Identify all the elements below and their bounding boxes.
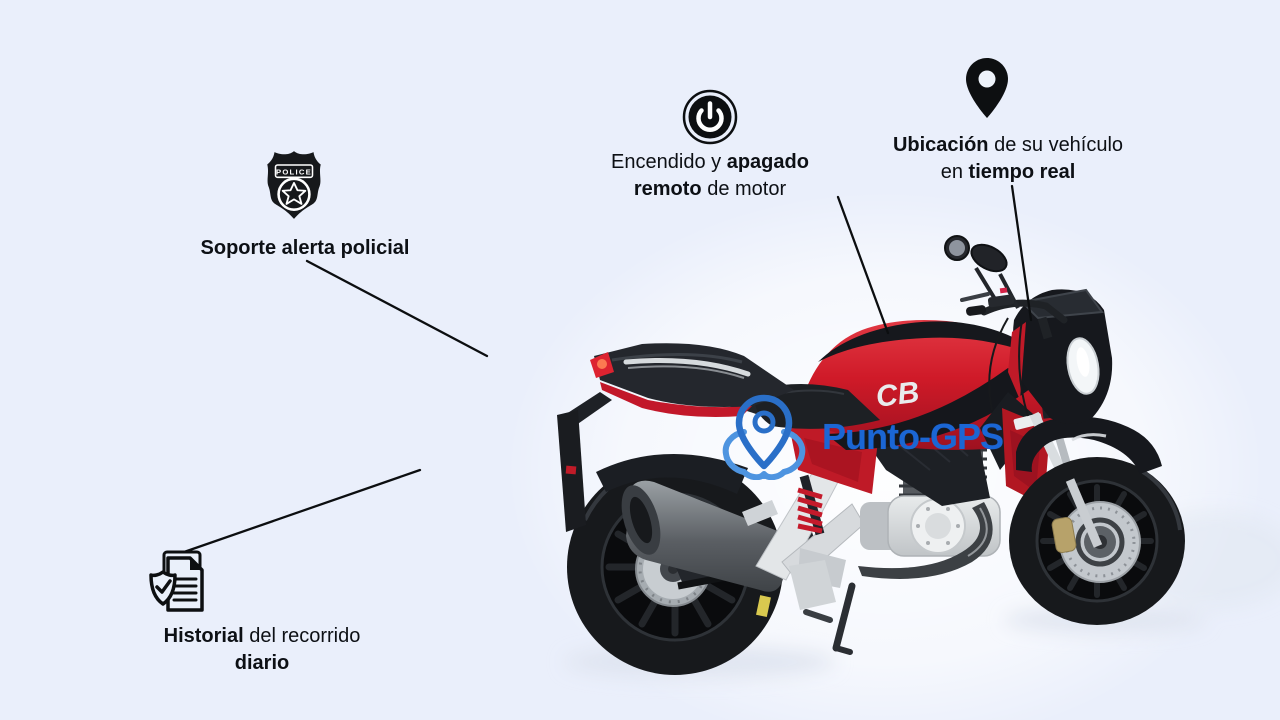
- label-segment: diario: [234, 652, 290, 674]
- label-segment: tiempo real: [968, 161, 1076, 183]
- label-line: remoto de motor: [611, 176, 809, 203]
- front-fender: [1016, 416, 1162, 474]
- exhaust-muffler: [621, 480, 792, 592]
- grab-rail: [623, 358, 751, 377]
- label-line: Ubicación de su vehículo: [893, 132, 1123, 159]
- label-line: en tiempo real: [893, 159, 1123, 186]
- label-segment: de motor: [701, 178, 787, 200]
- rear-fender: [557, 392, 612, 532]
- tail-section: [590, 343, 794, 417]
- connector-line-power: [836, 195, 890, 335]
- logo-text: Punto-GPS: [822, 416, 1004, 457]
- label-segment: apagado: [726, 151, 809, 173]
- connector-line-police: [305, 259, 489, 358]
- label-segment: Ubicación: [892, 134, 989, 156]
- mirrors-handlebar: [944, 235, 1068, 417]
- label-segment: Soporte alerta policial: [200, 237, 410, 259]
- oval-mirror: [970, 243, 1008, 273]
- rear-shock: [797, 474, 825, 536]
- rear-hugger: [596, 453, 748, 494]
- label-segment: remoto: [633, 178, 702, 200]
- connector-line-history: [182, 468, 422, 554]
- location-pin-icon: [963, 56, 1011, 125]
- label-line: Historial del recorrido: [164, 623, 361, 650]
- label-segment: Encendido y: [611, 151, 727, 173]
- label-line: Encendido y apagado: [611, 149, 809, 176]
- feature-label-police: Soporte alerta policial: [201, 235, 410, 262]
- history-document-icon: [146, 548, 216, 623]
- feature-label-location: Ubicación de su vehículo en tiempo real: [893, 132, 1123, 186]
- connector-line-location: [1010, 184, 1033, 322]
- windscreen: [1019, 288, 1104, 320]
- motorcycle-photo: CB: [557, 235, 1185, 675]
- label-segment: del recorrido: [243, 625, 361, 647]
- label-segment: Historial: [163, 625, 244, 647]
- label-line: diario: [164, 650, 361, 677]
- feature-label-history: Historial del recorrido diario: [164, 623, 361, 677]
- connector-lines: [182, 184, 1033, 554]
- feature-label-power: Encendido y apagado remoto de motor: [611, 149, 809, 203]
- front-cowl-headlight: [1008, 288, 1113, 424]
- police-badge-icon: POLICE: [265, 148, 323, 227]
- tank-mark-text: CB: [874, 376, 921, 414]
- brake-caliper: [1051, 516, 1077, 554]
- label-segment: en: [940, 161, 969, 183]
- label-segment: de su vehículo: [988, 134, 1124, 156]
- police-badge-label: POLICE: [276, 168, 312, 177]
- exhaust-header-pipe: [858, 502, 993, 579]
- punto-gps-logo: Punto-GPS: [714, 394, 1004, 480]
- front-wheel: [1009, 457, 1185, 625]
- logo-pin-icon: [722, 394, 806, 480]
- power-icon: [682, 89, 738, 150]
